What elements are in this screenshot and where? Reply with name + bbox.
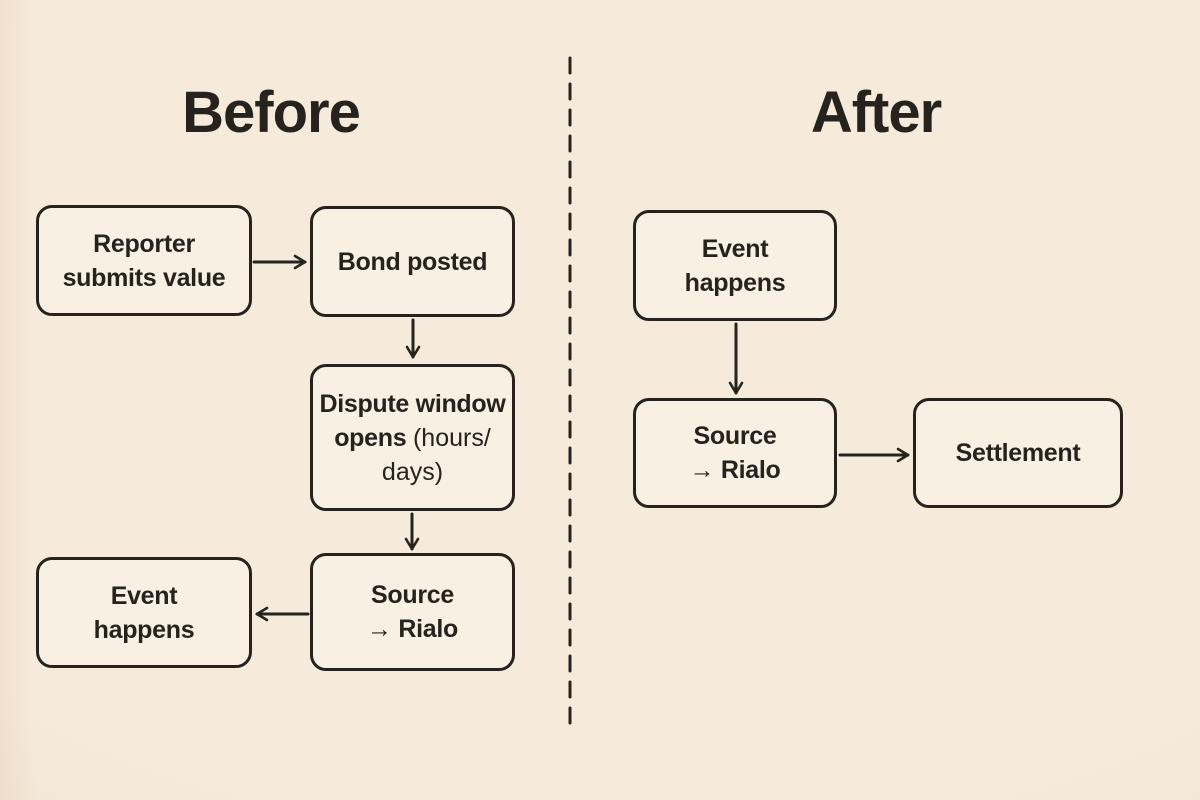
node-label-note: (hours/ <box>412 423 491 452</box>
node-label-line: opens (hours/ <box>334 421 491 455</box>
node-settlement: Settlement <box>913 398 1123 508</box>
node-label-line: Dispute window <box>319 389 506 418</box>
node-label-line: Event <box>701 234 769 263</box>
node-label-line: Event <box>110 581 178 610</box>
node-label-emphasis: opens <box>334 423 413 452</box>
node-event-happens-after: Event happens <box>633 210 837 321</box>
node-label-line: Source <box>371 581 454 609</box>
node-label-note: days) <box>381 457 444 486</box>
node-label-line: happens <box>93 615 195 644</box>
node-bond-posted: Bond posted <box>310 206 515 317</box>
node-source-to-rialo-after: Source → Rialo <box>633 398 837 508</box>
node-label-line: → Rialo <box>689 456 781 484</box>
node-label-line: Bond posted <box>337 247 488 276</box>
node-label-line: submits value <box>62 263 226 292</box>
panel-title-after: After <box>810 80 942 145</box>
node-label-line: Source <box>693 422 777 450</box>
node-event-happens-before: Event happens <box>36 557 252 668</box>
panel-title-before: Before <box>182 80 361 145</box>
node-label-line: happens <box>684 268 786 297</box>
node-reporter-submits-value: Reporter submits value <box>36 205 252 316</box>
node-label-line: Reporter <box>93 229 195 258</box>
node-label-line: Settlement <box>955 439 1081 467</box>
node-label-line: → Rialo <box>367 615 458 643</box>
node-dispute-window-opens: Dispute window opens (hours/ days) <box>310 364 515 511</box>
node-source-to-rialo-before: Source → Rialo <box>310 553 515 671</box>
